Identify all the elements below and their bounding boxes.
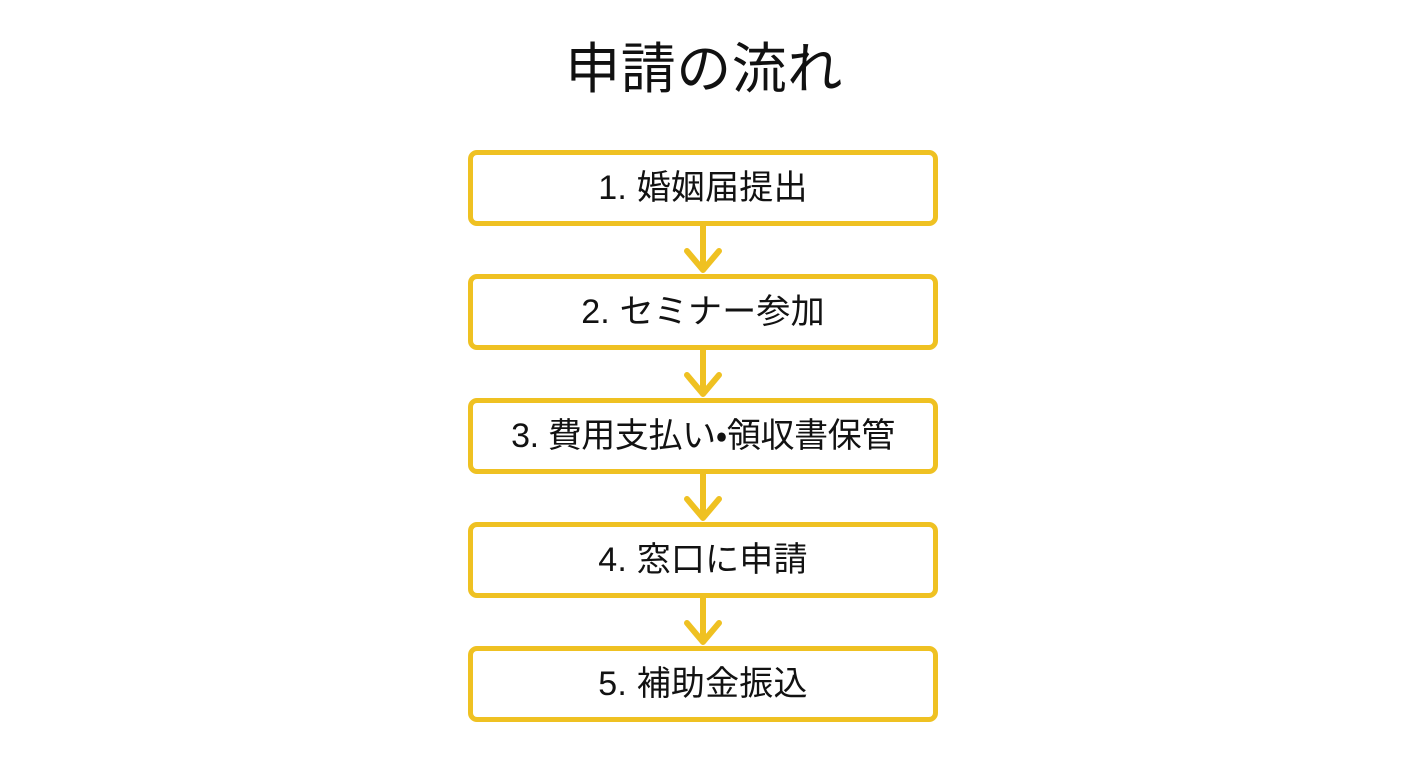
flow-step-5[interactable]: 5. 補助金振込 — [468, 646, 938, 722]
arrow-down-icon — [684, 474, 722, 521]
flow-steps-list: 1. 婚姻届提出 2. セミナー参加 3. 費用支払い・領収書保管 — [468, 150, 938, 722]
flow-step-5-label: 5. 補助金振込 — [598, 665, 808, 703]
arrow-down-icon — [684, 226, 722, 273]
flow-step-4[interactable]: 4. 窓口に申請 — [468, 522, 938, 598]
flow-connector-1-2 — [468, 226, 938, 274]
flow-connector-4-5 — [468, 598, 938, 646]
flow-step-3-label: 3. 費用支払い・領収書保管 — [511, 417, 895, 455]
flow-step-1[interactable]: 1. 婚姻届提出 — [468, 150, 938, 226]
flow-step-3[interactable]: 3. 費用支払い・領収書保管 — [468, 398, 938, 474]
flow-connector-2-3 — [468, 350, 938, 398]
flow-step-1-label: 1. 婚姻届提出 — [598, 169, 808, 207]
page-title: 申請の流れ — [565, 38, 843, 100]
flow-step-4-label: 4. 窓口に申請 — [598, 541, 808, 579]
flow-connector-3-4 — [468, 474, 938, 522]
arrow-down-icon — [684, 350, 722, 397]
arrow-down-icon — [684, 598, 722, 645]
flow-step-2-label: 2. セミナー参加 — [581, 293, 825, 331]
flow-step-2[interactable]: 2. セミナー参加 — [468, 274, 938, 350]
